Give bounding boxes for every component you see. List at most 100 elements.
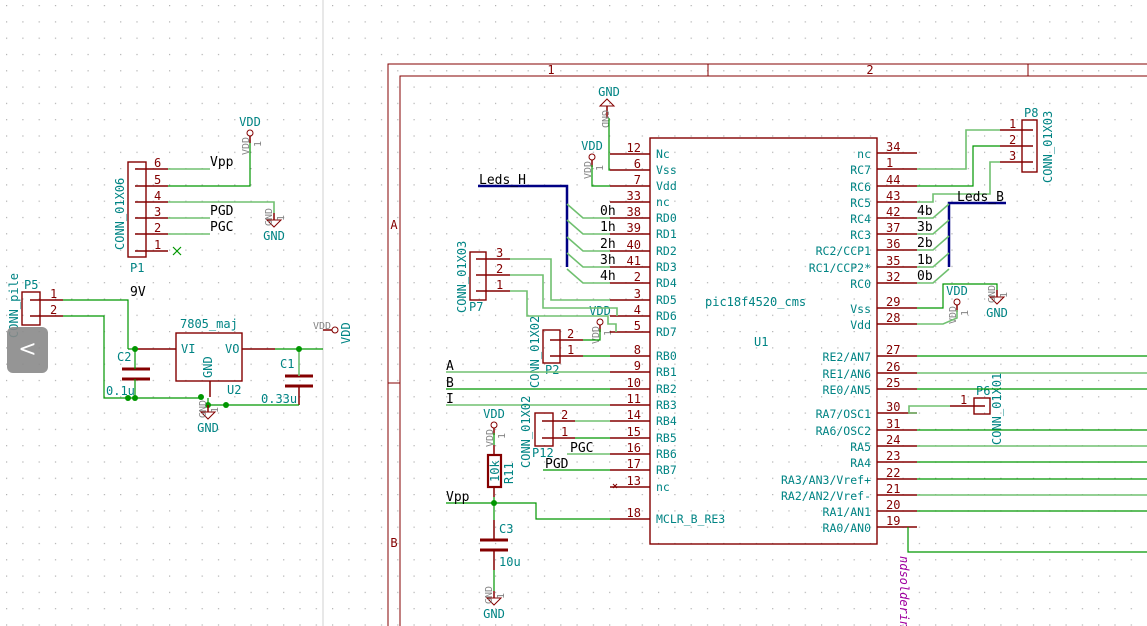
pin-name: RD4 [656, 276, 677, 290]
bus-entry [917, 268, 950, 284]
no-connect-icon [612, 483, 618, 489]
connector-p12[interactable]: 2 1 P12 CONN_01X02 [519, 396, 575, 468]
connector-p5[interactable]: 1 2 P5 CONN_pile [7, 273, 63, 338]
pin-number: 44 [886, 173, 900, 187]
net-label-9v: 9V [130, 285, 146, 300]
pin-name: RA5 [850, 440, 871, 454]
pin-number: 40 [627, 238, 641, 252]
pin-number: 6 [154, 156, 161, 170]
pin-number: 3 [634, 287, 641, 301]
pin-number: 32 [886, 270, 900, 284]
connector-p6[interactable]: 1 P6 CONN_01X01 [950, 373, 1004, 445]
capacitor-c2[interactable]: C2 0.1u [106, 350, 150, 398]
net-label-b: B [446, 376, 454, 391]
pin-number: 31 [886, 417, 900, 431]
ref-label: P1 [130, 261, 144, 275]
net-label: 3b [917, 220, 933, 235]
power-pin-label: VDD [485, 429, 496, 447]
pin-number: 13 [627, 474, 641, 488]
pin-number: 19 [886, 514, 900, 528]
power-label: GND [986, 306, 1008, 320]
pin-number: 1 [886, 156, 893, 170]
net-label: 4h [600, 269, 616, 284]
value-label: CONN_01X03 [455, 241, 469, 313]
power-label: VDD [339, 322, 353, 344]
pin-number: 12 [627, 141, 641, 155]
pin-number: 16 [627, 441, 641, 455]
pin-number: 42 [886, 205, 900, 219]
value-label: CONN_01X01 [990, 373, 1004, 445]
net-label-i: I [446, 392, 454, 407]
power-pin-number: 1 [210, 407, 221, 413]
power-pin-number: 1 [253, 141, 264, 147]
pin-number: 27 [886, 343, 900, 357]
pin-number: 17 [627, 457, 641, 471]
connector-p8[interactable]: 1 2 3 P8 CONN_01X03 [1000, 106, 1055, 183]
net-label-pgd: PGD [210, 204, 234, 219]
value-label: CONN_01X03 [1041, 111, 1055, 183]
bus-entry [566, 236, 610, 252]
pin-number: 30 [886, 400, 900, 414]
pin-name: Vss [656, 163, 677, 177]
ref-label: R11 [502, 462, 516, 484]
net-label-pgc: PGC [570, 441, 593, 456]
pin-name: RE0/AN5 [823, 383, 871, 397]
pin-name: VI [181, 342, 195, 356]
regulator-u2[interactable]: 7805_maj VI VO GND U2 [175, 317, 243, 397]
net-label: 4b [917, 204, 933, 219]
connector-p2[interactable]: 2 1 P2 CONN_01X02 [528, 316, 583, 388]
pin-number: 11 [627, 392, 641, 406]
pin-name: RD1 [656, 227, 677, 241]
pin-name: GND [201, 356, 215, 378]
pin-name: RD5 [656, 293, 677, 307]
column-label: 2 [866, 63, 873, 77]
pin-number: 1 [496, 278, 503, 292]
bus-entry [566, 268, 610, 284]
pin-name: RA6/OSC2 [816, 424, 871, 438]
pin-name: RB7 [656, 463, 677, 477]
bus-entry [917, 235, 950, 251]
pin-number: 1 [561, 425, 568, 439]
value-label: 10u [499, 555, 521, 569]
bus-entry [917, 219, 950, 235]
power-pin-label: GND [987, 285, 998, 303]
bus-leds-b[interactable] [947, 201, 1006, 267]
pin-name: RB2 [656, 382, 677, 396]
collapse-panel-button[interactable]: < [7, 327, 48, 373]
bus-entry [917, 203, 950, 219]
pin-name: RD0 [656, 211, 677, 225]
pin-name: Vss [850, 302, 871, 316]
pin-number: 1 [154, 238, 161, 252]
pin-number: 9 [634, 359, 641, 373]
ref-label: P6 [976, 384, 990, 398]
power-label: VDD [239, 115, 261, 129]
power-pin-label: GND [484, 586, 495, 604]
bus-leds-h[interactable] [478, 184, 569, 267]
value-label: 7805_maj [180, 317, 238, 331]
pin-name: RC7 [850, 163, 871, 177]
connector-p7[interactable]: 3 2 1 P7 CONN_01X03 [455, 241, 510, 314]
resistor-r11[interactable]: 10k R11 [486, 445, 516, 497]
power-pin-label: VDD [241, 137, 252, 155]
value-label: CONN_01X02 [528, 316, 542, 388]
pin-name: RD2 [656, 244, 677, 258]
pin-number: 10 [627, 376, 641, 390]
pin-name: RA7/OSC1 [816, 407, 871, 421]
power-pin-label: GND [264, 208, 275, 226]
pin-number: 38 [627, 205, 641, 219]
pin-number: 6 [634, 157, 641, 171]
pin-number: 1 [567, 343, 574, 357]
